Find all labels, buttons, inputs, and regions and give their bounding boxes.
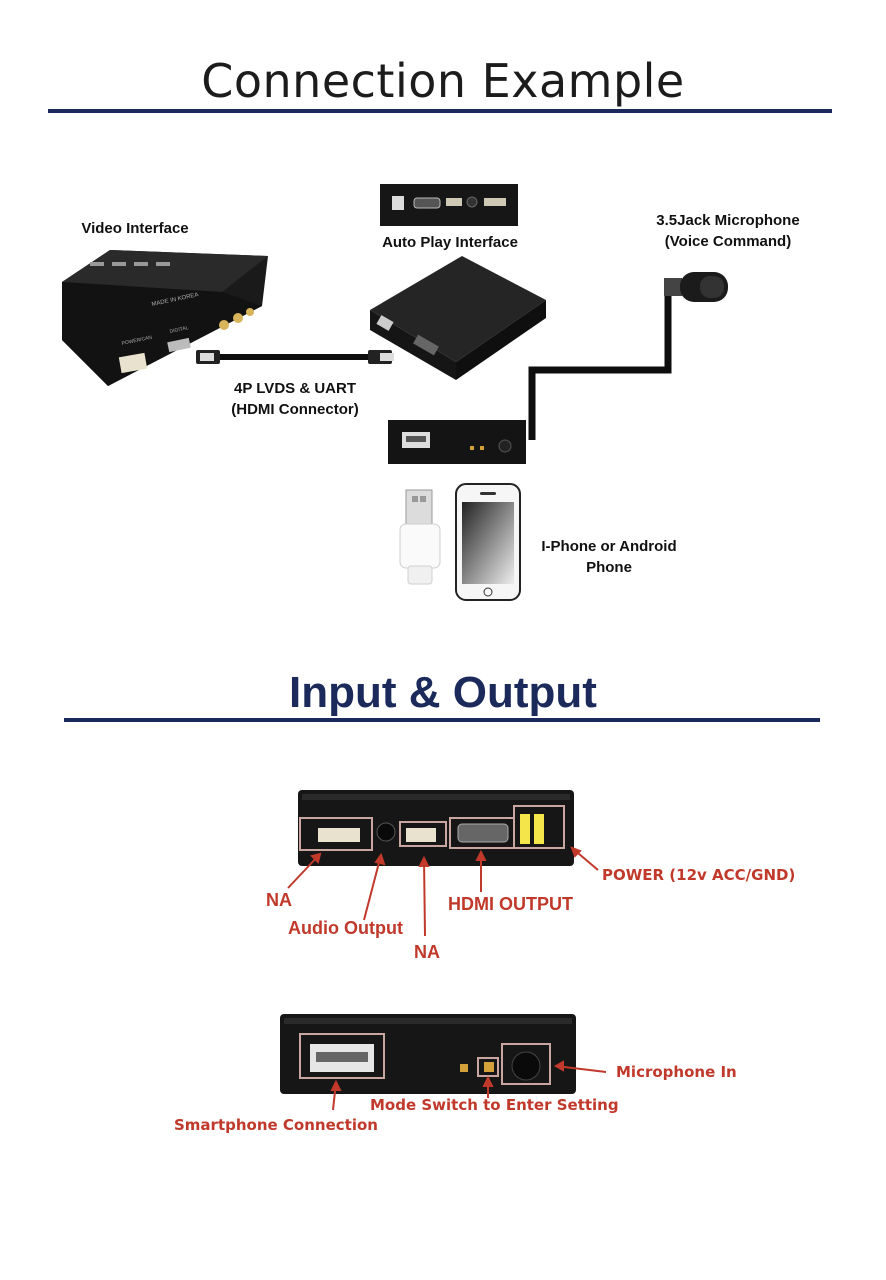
microphone-cable bbox=[528, 272, 728, 440]
mode-switch-label: Mode Switch to Enter Setting bbox=[370, 1096, 619, 1114]
phone-label-line1: I-Phone or Android bbox=[541, 538, 677, 555]
digital-print: DIGITAL bbox=[169, 325, 189, 335]
cable-label-line2: (HDMI Connector) bbox=[231, 401, 359, 418]
connection-title-rule bbox=[48, 109, 832, 113]
io-title-rule bbox=[64, 718, 820, 722]
video-interface-label: Video Interface bbox=[81, 220, 189, 237]
na-center-label: NA bbox=[414, 942, 440, 962]
connection-title: Connection Example bbox=[201, 54, 685, 108]
front-arrows bbox=[287, 846, 599, 937]
auto-play-front-thumbnail bbox=[380, 184, 518, 226]
na-left-label: NA bbox=[266, 890, 292, 910]
hdmi-output-label: HDMI OUTPUT bbox=[448, 894, 573, 914]
hdmi-cable bbox=[196, 350, 394, 364]
smartphone-connection-label: Smartphone Connection bbox=[174, 1116, 378, 1134]
front-highlight-boxes bbox=[299, 805, 565, 851]
microphone-label-line2: (Voice Command) bbox=[664, 233, 792, 250]
phone-label-line2: Phone bbox=[586, 559, 632, 576]
rear-panel-device bbox=[280, 1014, 576, 1094]
rear-highlight-boxes bbox=[299, 1033, 551, 1085]
power-label: POWER (12v ACC/GND) bbox=[602, 866, 796, 884]
auto-play-interface-device bbox=[370, 256, 546, 380]
auto-play-rear-panel bbox=[388, 420, 526, 464]
front-panel-device bbox=[298, 790, 574, 866]
smartphone bbox=[455, 483, 521, 601]
microphone-in-label: Microphone In bbox=[616, 1063, 737, 1081]
usb-stick bbox=[399, 489, 441, 585]
io-title: Input & Output bbox=[289, 668, 597, 717]
auto-play-interface-label: Auto Play Interface bbox=[382, 234, 518, 251]
microphone-label-line1: 3.5Jack Microphone bbox=[656, 212, 800, 229]
video-interface-device: MADE IN KOREA POWER/CAN DIGITAL bbox=[62, 250, 268, 386]
rear-arrows bbox=[330, 1060, 607, 1111]
audio-output-label: Audio Output bbox=[288, 918, 403, 938]
cable-label-line1: 4P LVDS & UART bbox=[234, 380, 356, 397]
